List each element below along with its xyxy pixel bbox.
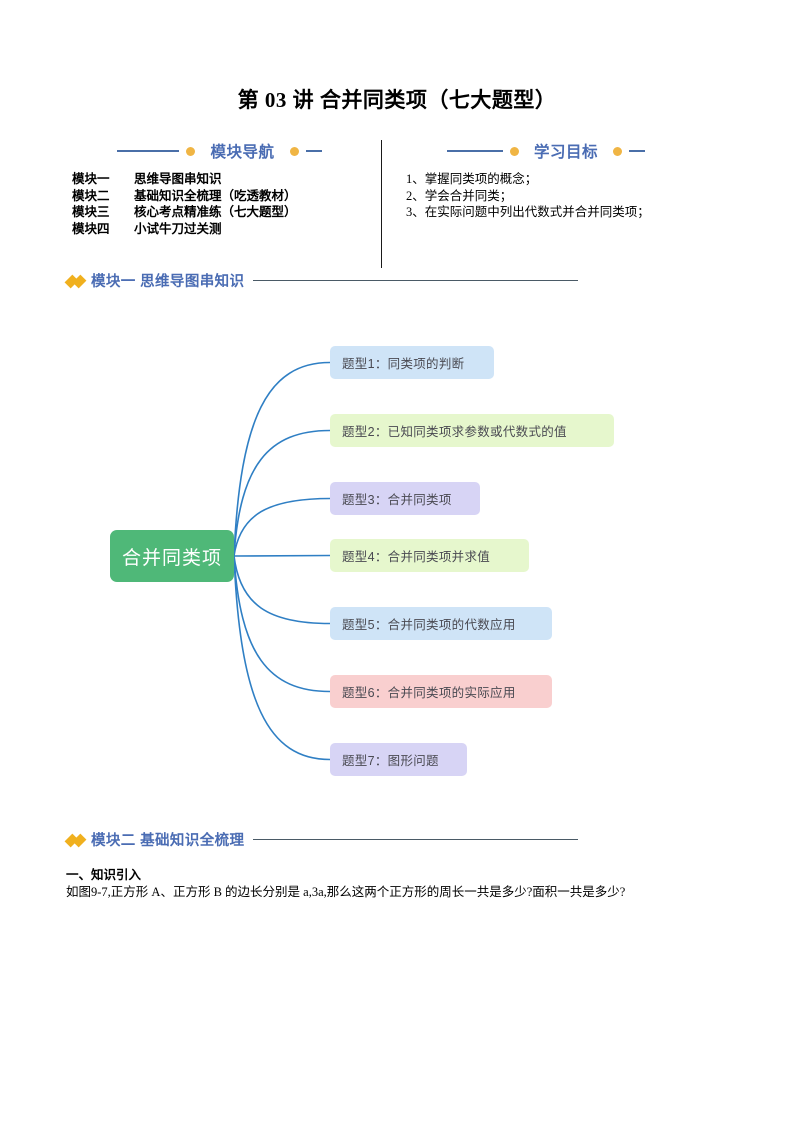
- mindmap-node-label: 题型1：同类项的判断: [342, 357, 465, 371]
- bullet-dot-icon: [289, 146, 299, 156]
- mindmap-node-6[interactable]: 题型6：合并同类项的实际应用: [330, 675, 552, 708]
- double-diamond-icon: [64, 274, 88, 288]
- bullet-dot-icon: [186, 146, 196, 156]
- heading-rule-right: [305, 150, 322, 152]
- section-divider: [253, 838, 578, 841]
- module-nav-title: 模块导航: [210, 144, 275, 161]
- module-value: 核心考点精准练（七大题型）: [134, 205, 297, 219]
- learning-goals-heading: 学习目标: [406, 140, 728, 162]
- list-item: 2、学会合并同类；: [406, 188, 513, 203]
- module-key: 模块二: [72, 188, 110, 203]
- module-key: 模块一: [72, 172, 110, 186]
- mindmap-connectors: [233, 361, 331, 761]
- heading-rule-left: [117, 150, 180, 152]
- body-subheading: 一、知识引入: [66, 868, 142, 882]
- list-item: 1、掌握同类项的概念；: [406, 172, 538, 186]
- section-header-module-two: 模块二 基础知识全梳理: [64, 829, 578, 850]
- mindmap-node-label: 题型3：合并同类项: [342, 493, 452, 507]
- bullet-dot-icon: [613, 146, 622, 156]
- module-nav-panel: 模块导航 模块一 思维导图串知识 模块二 基础知识全梳理（吃透教材） 模块三 核…: [68, 140, 381, 268]
- learning-goals-title: 学习目标: [533, 144, 598, 161]
- list-item: 模块三 核心考点精准练（七大题型）: [72, 204, 371, 221]
- heading-rule-right: [629, 150, 645, 152]
- learning-goals-panel: 学习目标 1、掌握同类项的概念； 2、学会合并同类； 3、在实际问题中列出代数式…: [381, 140, 728, 268]
- mindmap-node-7[interactable]: 题型7：图形问题: [330, 743, 467, 776]
- section-title: 模块一 思维导图串知识: [91, 274, 245, 290]
- module-key: 模块三: [72, 205, 110, 219]
- mindmap-node-1[interactable]: 题型1：同类项的判断: [330, 346, 494, 379]
- body-paragraph: 如图9-7,正方形 A、正方形 B 的边长分别是 a,3a,那么这两个正方形的周…: [66, 885, 626, 899]
- mindmap-center-node[interactable]: 合并同类项: [110, 530, 234, 582]
- mindmap-node-label: 题型7：图形问题: [342, 754, 439, 768]
- mindmap-diagram: 合并同类项 题型1：同类项的判断 题型2：已知同类项求参数或代数式的值 题型3：…: [96, 320, 656, 800]
- list-item: 3、在实际问题中列出代数式并合并同类项；: [406, 205, 650, 219]
- mindmap-node-3[interactable]: 题型3：合并同类项: [330, 482, 480, 515]
- module-value: 基础知识全梳理（吃透教材）: [134, 188, 297, 203]
- header-panels: 模块导航 模块一 思维导图串知识 模块二 基础知识全梳理（吃透教材） 模块三 核…: [68, 140, 728, 268]
- mindmap-node-label: 题型2：已知同类项求参数或代数式的值: [342, 425, 567, 439]
- module-value: 小试牛刀过关测: [134, 221, 222, 236]
- heading-rule-left: [446, 150, 503, 152]
- module-value: 思维导图串知识: [134, 172, 222, 186]
- module-key: 模块四: [72, 221, 110, 236]
- double-diamond-icon: [64, 833, 88, 847]
- list-item: 模块四 小试牛刀过关测: [72, 221, 371, 238]
- list-item: 模块一 思维导图串知识: [72, 171, 371, 188]
- list-item: 模块二 基础知识全梳理（吃透教材）: [72, 188, 371, 205]
- bullet-dot-icon: [509, 146, 519, 156]
- mindmap-node-label: 题型6：合并同类项的实际应用: [342, 686, 516, 700]
- section-header-module-one: 模块一 思维导图串知识: [64, 270, 578, 291]
- module-list: 模块一 思维导图串知识 模块二 基础知识全梳理（吃透教材） 模块三 核心考点精准…: [68, 171, 371, 237]
- section-title: 模块二 基础知识全梳理: [91, 833, 245, 849]
- section-divider: [253, 279, 578, 282]
- mindmap-node-2[interactable]: 题型2：已知同类项求参数或代数式的值: [330, 414, 614, 447]
- mindmap-node-4[interactable]: 题型4：合并同类项并求值: [330, 539, 529, 572]
- page-title: 第 03 讲 合并同类项（七大题型）: [237, 88, 557, 112]
- goal-list: 1、掌握同类项的概念； 2、学会合并同类； 3、在实际问题中列出代数式并合并同类…: [406, 171, 728, 221]
- mindmap-node-label: 题型5：合并同类项的代数应用: [342, 618, 516, 632]
- mindmap-node-5[interactable]: 题型5：合并同类项的代数应用: [330, 607, 552, 640]
- mindmap-node-label: 题型4：合并同类项并求值: [342, 550, 491, 564]
- module-nav-heading: 模块导航: [68, 140, 371, 162]
